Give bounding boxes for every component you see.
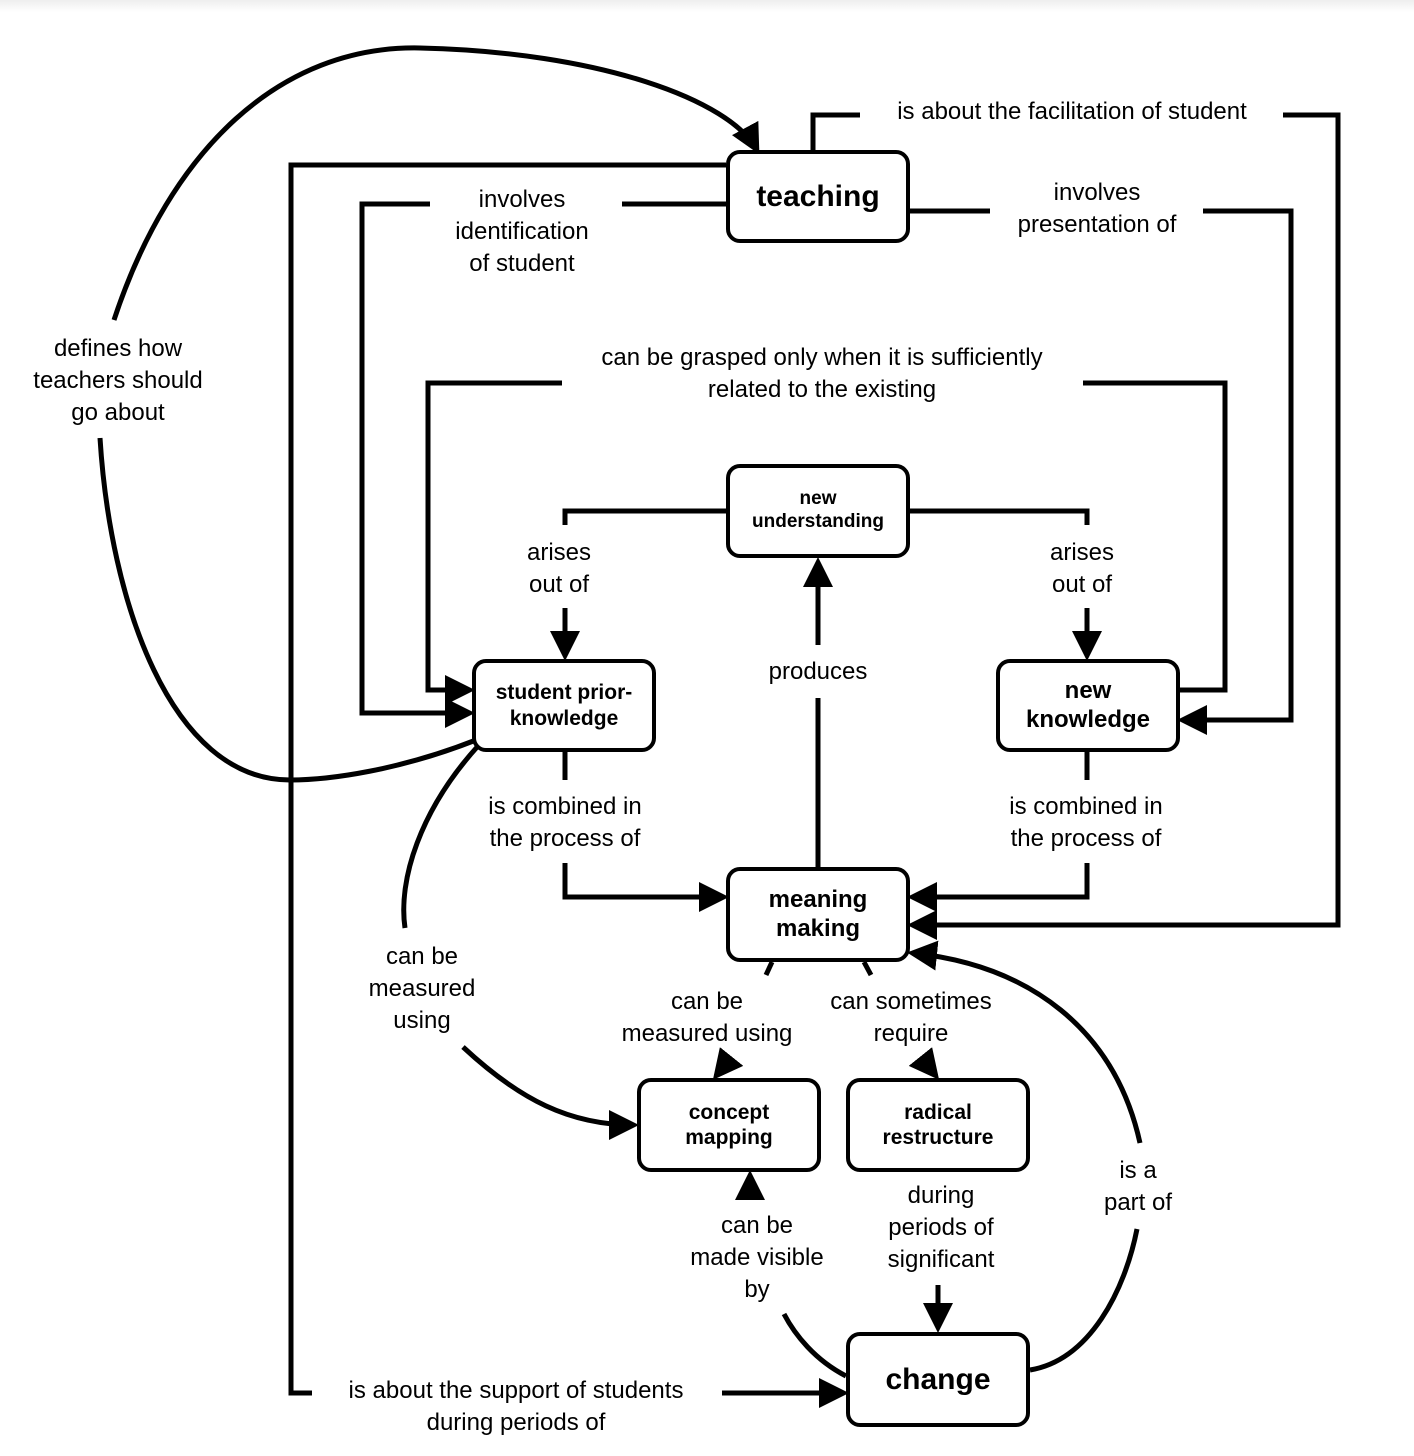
link-label-measured-left: can be measured using bbox=[368, 943, 476, 1034]
link-line-arises-right-a bbox=[910, 508, 1090, 525]
link-line-measured-center-b bbox=[712, 1047, 744, 1080]
link-line-grasped-b bbox=[425, 380, 562, 705]
node-new-understanding[interactable]: new understanding bbox=[726, 464, 910, 558]
node-meaning-making[interactable]: meaning making bbox=[726, 867, 910, 962]
link-label-combined-left: is combined in the process of bbox=[488, 793, 642, 852]
link-line-combined-left-b bbox=[562, 863, 729, 912]
link-line-require-b bbox=[908, 1047, 940, 1080]
top-band bbox=[0, 0, 1414, 12]
link-line-measured-left-a bbox=[401, 744, 480, 929]
link-label-presentation: involves presentation of bbox=[1017, 179, 1177, 238]
link-line-facilitation-a bbox=[810, 112, 860, 150]
link-line-grasped-a bbox=[1083, 380, 1228, 693]
link-label-defines: defines how teachers should go about bbox=[33, 335, 203, 426]
link-label-part-of: is a part of bbox=[1103, 1157, 1173, 1216]
link-line-partof-a bbox=[1029, 1228, 1140, 1373]
link-line-arises-left-a bbox=[562, 508, 726, 525]
link-label-arises-right: arises out of bbox=[1049, 539, 1115, 598]
link-line-identification-b bbox=[359, 201, 475, 728]
link-label-grasped: can be grasped only when it is sufficien… bbox=[601, 344, 1043, 403]
link-line-visible-a bbox=[781, 1312, 848, 1379]
node-concept-mapping-label: concept mapping bbox=[685, 1100, 773, 1149]
link-line-partof-b bbox=[907, 940, 1143, 1144]
node-teaching-label: teaching bbox=[756, 179, 880, 213]
node-new-understanding-label: new understanding bbox=[752, 488, 884, 532]
link-label-produces: produces bbox=[768, 658, 868, 685]
node-new-knowledge[interactable]: new knowledge bbox=[996, 659, 1180, 752]
link-label-made-visible: can be made visible by bbox=[690, 1212, 824, 1303]
link-line-defines-b bbox=[111, 45, 760, 321]
link-line-defines-a bbox=[97, 437, 477, 783]
node-student-prior-knowledge-label: student prior- knowledge bbox=[495, 681, 633, 730]
node-teaching[interactable]: teaching bbox=[726, 150, 910, 243]
node-radical-restructure[interactable]: radical restructure bbox=[846, 1078, 1030, 1172]
link-label-facilitation: is about the facilitation of student bbox=[897, 98, 1247, 125]
link-line-require-a bbox=[861, 960, 874, 977]
node-radical-restructure-label: radical restructure bbox=[882, 1100, 994, 1149]
node-student-prior-knowledge[interactable]: student prior- knowledge bbox=[472, 659, 656, 752]
link-label-during-periods: during periods of significant bbox=[887, 1182, 995, 1273]
node-change-label: change bbox=[885, 1362, 991, 1396]
node-change[interactable]: change bbox=[846, 1332, 1030, 1427]
link-line-presentation-b bbox=[1177, 208, 1294, 735]
link-line-measured-center-a bbox=[763, 960, 775, 977]
link-label-identification: involves identification of student bbox=[455, 186, 589, 277]
node-new-knowledge-label: new knowledge bbox=[1025, 676, 1151, 733]
link-label-measured-center: can be measured using bbox=[621, 988, 793, 1047]
node-meaning-making-label: meaning making bbox=[768, 885, 868, 942]
node-concept-mapping[interactable]: concept mapping bbox=[637, 1078, 821, 1172]
link-label-combined-right: is combined in the process of bbox=[1009, 793, 1163, 852]
link-label-arises-left: arises out of bbox=[526, 539, 592, 598]
link-label-support: is about the support of students during … bbox=[348, 1377, 684, 1436]
link-label-sometimes-require: can sometimes require bbox=[830, 988, 992, 1047]
link-line-combined-right-b bbox=[907, 863, 1090, 912]
link-line-measured-left-b bbox=[461, 1045, 639, 1140]
link-line-facilitation-b bbox=[907, 112, 1341, 940]
